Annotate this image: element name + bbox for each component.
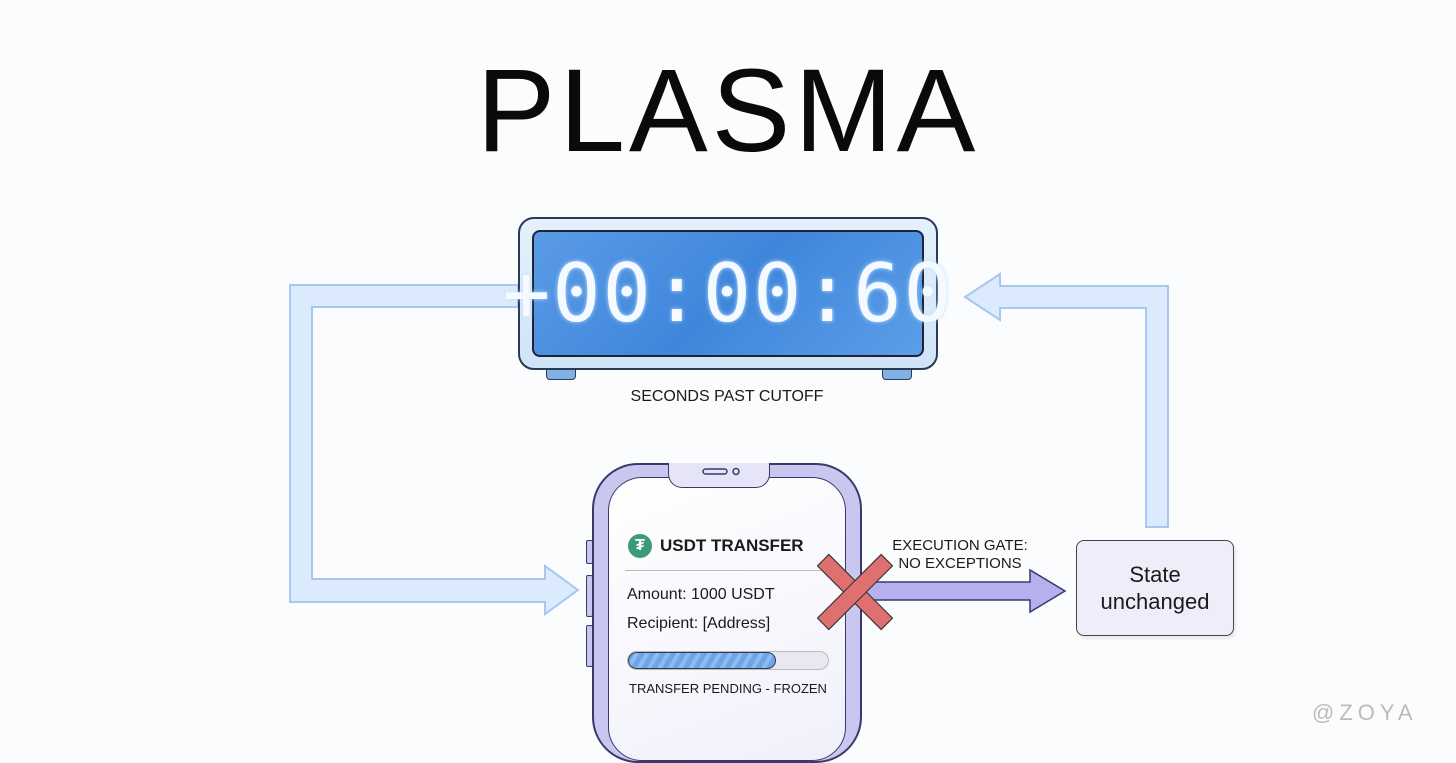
blocked-x-icon	[816, 553, 894, 631]
divider	[625, 570, 840, 571]
clock-display: +00:00:60	[502, 230, 952, 357]
left-loop-arrow	[289, 284, 580, 616]
clock-label: SECONDS PAST CUTOFF	[630, 388, 824, 405]
state-line2: unchanged	[1100, 589, 1210, 614]
watermark: @ZOYA	[1312, 700, 1418, 725]
transfer-title: USDT TRANSFER	[660, 536, 804, 555]
page-title: PLASMA	[476, 45, 980, 177]
clock-value: +00:00:60	[502, 247, 954, 340]
gate-graphics	[816, 553, 1067, 631]
transfer-progress-bar	[627, 651, 829, 670]
gate-label-line1: EXECUTION GATE:	[892, 537, 1028, 554]
clock-foot	[546, 369, 576, 380]
transfer-recipient: Recipient: [Address]	[627, 615, 771, 632]
right-loop-arrow	[963, 272, 1169, 528]
state-unchanged-box: State unchanged	[1076, 540, 1234, 636]
tether-icon: ₮	[628, 534, 652, 558]
transfer-amount: Amount: 1000 USDT	[627, 586, 775, 603]
gate-label-line2: NO EXCEPTIONS	[898, 555, 1022, 572]
clock-foot	[882, 369, 912, 380]
phone	[592, 463, 862, 763]
progress-fill	[628, 652, 776, 669]
flow-arrows	[289, 272, 1169, 616]
execution-arrow	[865, 568, 1067, 614]
phone-notch	[668, 463, 770, 488]
frozen-clock: +00:00:60	[502, 217, 952, 370]
speaker-icon	[702, 467, 740, 476]
phone-screen	[608, 477, 846, 761]
state-line1: State	[1129, 562, 1181, 587]
transfer-status: TRANSFER PENDING - FROZEN	[629, 681, 827, 696]
